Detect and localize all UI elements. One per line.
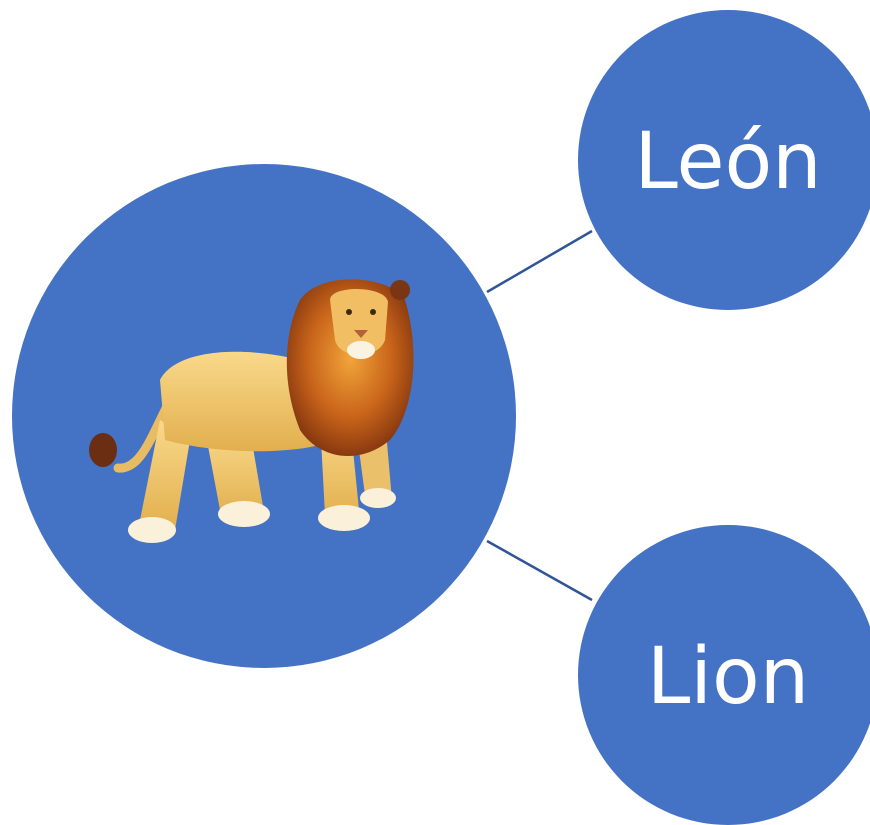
node-lion-label: Lion [647,632,809,722]
connector-bottom [486,539,593,602]
node-leon [578,10,870,310]
lion-illustration [89,279,414,543]
node-lion [578,525,870,825]
connector-top [486,229,593,294]
node-leon-label: León [634,117,821,207]
